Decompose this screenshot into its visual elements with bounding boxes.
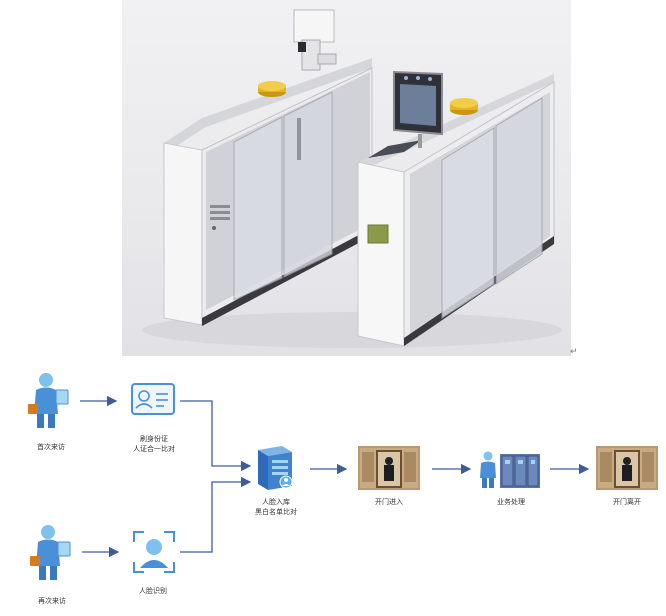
first-visit-label: 首次来访 bbox=[37, 443, 65, 451]
server-icon bbox=[258, 446, 293, 490]
turnstile-illustration bbox=[142, 9, 562, 348]
id-scanner-tower bbox=[293, 9, 337, 71]
server-node bbox=[252, 444, 298, 498]
door-open-icon bbox=[358, 446, 420, 490]
left-cabinet bbox=[163, 58, 373, 326]
person-visitor-icon bbox=[28, 373, 69, 428]
turnstile-gate-photo bbox=[122, 0, 571, 356]
door-exit-icon bbox=[596, 446, 658, 490]
business-label: 业务处理 bbox=[497, 498, 525, 506]
return-mark: ↵ bbox=[570, 347, 578, 357]
server-label-2: 黑白名单比对 bbox=[255, 508, 297, 516]
flow-connectors bbox=[80, 395, 590, 558]
business-node bbox=[478, 450, 544, 494]
id-verify-label-1: 刷身份证 bbox=[140, 435, 168, 443]
open-leave-label: 开门离开 bbox=[613, 498, 641, 506]
return-visit-node bbox=[28, 522, 78, 586]
arrow-face-to-server bbox=[180, 476, 252, 553]
open-enter-label: 开门进入 bbox=[375, 498, 403, 506]
face-recognition-label: 人脸识别 bbox=[139, 587, 167, 595]
open-enter-node bbox=[358, 446, 420, 494]
person-visitor-icon bbox=[30, 525, 71, 580]
return-visit-label: 再次来访 bbox=[38, 597, 66, 605]
open-leave-node bbox=[596, 446, 658, 494]
first-visit-node bbox=[26, 370, 76, 434]
arrow-id-to-server bbox=[180, 400, 252, 472]
access-flow-diagram: 首次来访 刷身份证 人证合一比对 人脸入库 黑白名单比对 bbox=[0, 356, 666, 616]
id-verify-label-2: 人证合一比对 bbox=[133, 445, 175, 453]
id-card-icon bbox=[131, 383, 175, 415]
right-cabinet bbox=[357, 74, 555, 347]
id-verify-node bbox=[130, 382, 176, 422]
server-label-1: 人脸入库 bbox=[262, 498, 290, 506]
face-recognition-node bbox=[132, 530, 176, 578]
face-scan-icon bbox=[133, 531, 175, 573]
face-terminal bbox=[393, 70, 443, 148]
service-counter-icon bbox=[480, 451, 540, 488]
